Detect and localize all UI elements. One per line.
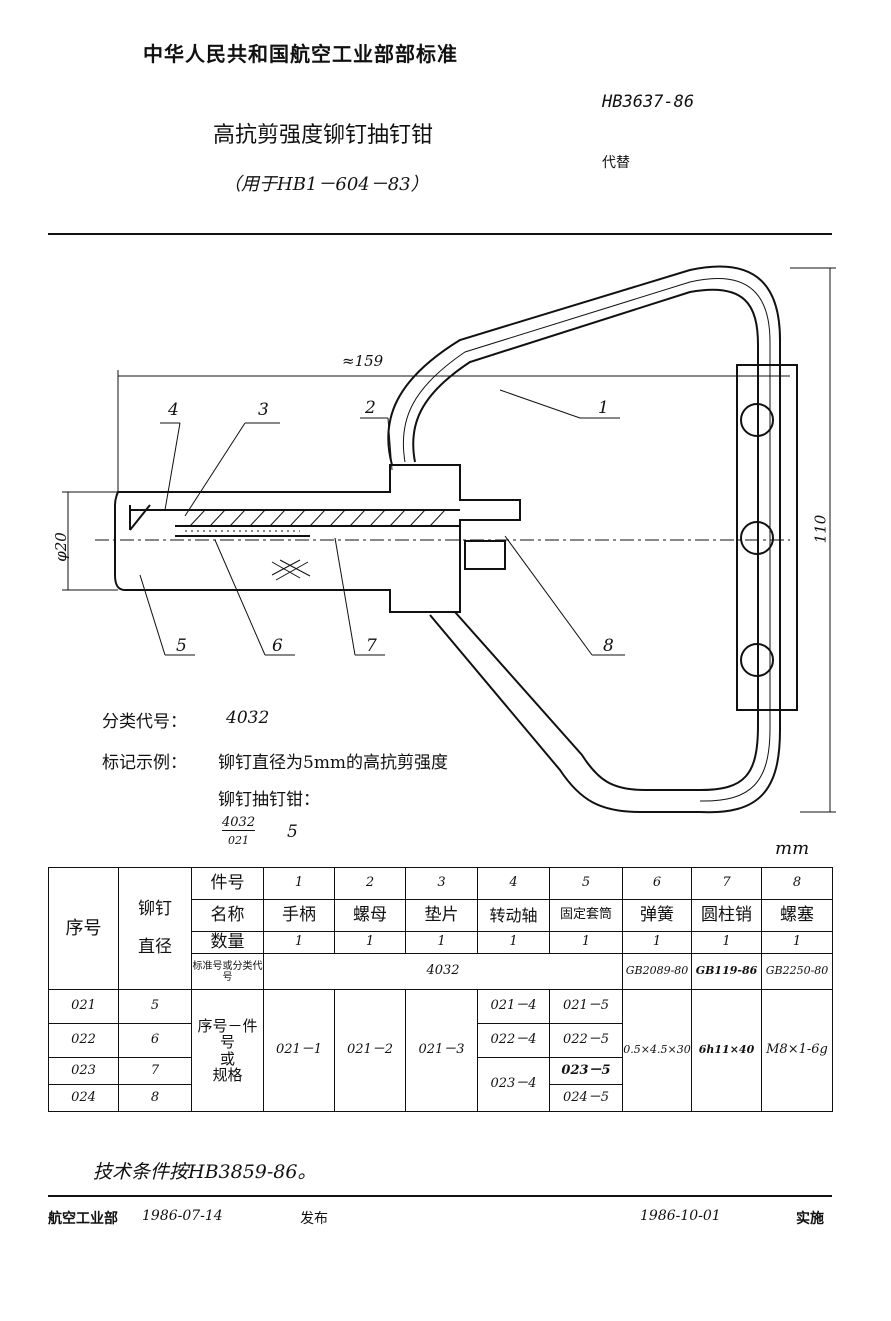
standard-part-8: GB2250-80 [761,953,833,990]
col-diameter: 铆钉直径 [118,867,192,990]
part-name-5: 固定套筒 [549,899,623,932]
part-no-2: 2 [334,867,406,900]
marking-example-line2: 铆钉抽钉钳： [218,790,320,810]
part-name-7: 圆柱销 [691,899,762,932]
part-label-3: 3 [258,400,269,420]
standard-common: 4032 [263,953,623,990]
qty-8: 1 [761,931,833,954]
technical-drawing [62,265,836,814]
classification-value: 4032 [226,708,270,728]
spec-label: 序号－件号或规格 [191,989,264,1112]
spec-part-8: M8×1-6g [761,989,833,1112]
part-label-7: 7 [366,636,377,656]
spec-part-7: 6h11×40 [691,989,762,1112]
part-label-4: 4 [168,400,179,420]
qty-3: 1 [405,931,478,954]
part-name-3: 垫片 [405,899,478,932]
spec-part-5-023: 023－5 [549,1057,623,1085]
part-no-8: 8 [761,867,833,900]
footer-issued-label: 发布 [300,1211,328,1227]
footer-effective-date: 1986-10-01 [640,1208,721,1224]
unit-label: mm [775,838,810,859]
part-name-6: 弹簧 [622,899,692,932]
col-seq: 序号 [48,867,119,990]
part-no-6: 6 [622,867,692,900]
body-outline [114,464,521,613]
footer-effective-label: 实施 [796,1211,824,1227]
dia-024: 8 [118,1084,192,1112]
spec-part-4-023: 023－4 [477,1057,550,1112]
hole-2 [740,521,774,555]
hole-3 [740,643,774,677]
part-no-7: 7 [691,867,762,900]
marking-example-line1: 铆钉直径为5mm的高抗剪强度 [218,753,449,773]
row-label-part-no: 件号 [191,867,264,900]
dia-023: 7 [118,1057,192,1085]
parts-table: 序号 铆钉直径 件号 1 2 3 4 5 6 7 8 名称 手柄 螺母 垫片 转… [48,867,833,1112]
standard-code: HB3637-86 [602,92,695,112]
diameter-dimension: φ20 [51,532,70,562]
part-label-5: 5 [176,636,187,656]
classification-label: 分类代号： [102,712,187,732]
spec-part-5-022: 022－5 [549,1023,623,1058]
height-dimension: 110 [811,514,830,544]
standard-part-7: GB119-86 [691,953,762,990]
qty-4: 1 [477,931,550,954]
issuing-organization: 中华人民共和国航空工业部部标准 [143,42,458,66]
dia-021: 5 [118,989,192,1024]
hole-1 [740,403,774,437]
qty-7: 1 [691,931,762,954]
plug-section [464,540,506,570]
standard-part-6: GB2089-80 [622,953,692,990]
seq-023: 023 [48,1057,119,1085]
part-no-4: 4 [477,867,550,900]
technical-conditions: 技术条件按HB3859-86。 [93,1161,317,1183]
marking-fraction-bottom: 021 [228,834,249,847]
part-name-1: 手柄 [263,899,335,932]
spec-part-5-021: 021－5 [549,989,623,1024]
length-dimension: ≈159 [342,352,384,370]
document-scope: （用于HB1－604－83） [223,174,429,195]
grip-plate [736,364,798,711]
part-no-1: 1 [263,867,335,900]
qty-2: 1 [334,931,406,954]
part-label-6: 6 [272,636,283,656]
part-label-8: 8 [603,636,614,656]
footer-issuer: 航空工业部 [48,1211,118,1227]
part-label-1: 1 [598,398,609,418]
footer-issue-date: 1986-07-14 [142,1208,223,1224]
part-name-2: 螺母 [334,899,406,932]
footer-rule [48,1195,832,1197]
part-name-4: 转动轴 [477,899,550,932]
row-label-name: 名称 [191,899,264,932]
spec-part-2: 021－2 [334,989,406,1112]
handle-outline [387,265,781,814]
row-label-standard: 标准号或分类代号 [191,953,264,990]
part-no-3: 3 [405,867,478,900]
seq-024: 024 [48,1084,119,1112]
seq-022: 022 [48,1023,119,1058]
spec-part-4-021: 021－4 [477,989,550,1024]
marking-suffix: 5 [287,822,298,842]
document-title: 高抗剪强度铆钉抽钉钳 [213,123,434,148]
spec-part-3: 021－3 [405,989,478,1112]
header-rule [48,233,832,235]
marking-fraction-top: 4032 [222,815,256,831]
qty-6: 1 [622,931,692,954]
part-label-2: 2 [365,398,376,418]
handle-inner-outline [412,288,759,791]
qty-1: 1 [263,931,335,954]
row-label-qty: 数量 [191,931,264,954]
seq-021: 021 [48,989,119,1024]
spec-part-4-022: 022－4 [477,1023,550,1058]
qty-5: 1 [549,931,623,954]
spec-part-6: 0.5×4.5×30 [622,989,692,1112]
marking-example-label: 标记示例： [102,753,187,773]
part-no-5: 5 [549,867,623,900]
spec-part-1: 021－1 [263,989,335,1112]
spec-part-5-024: 024－5 [549,1084,623,1112]
part-name-8: 螺塞 [761,899,833,932]
dia-022: 6 [118,1023,192,1058]
replaces-label: 代替 [602,155,630,171]
